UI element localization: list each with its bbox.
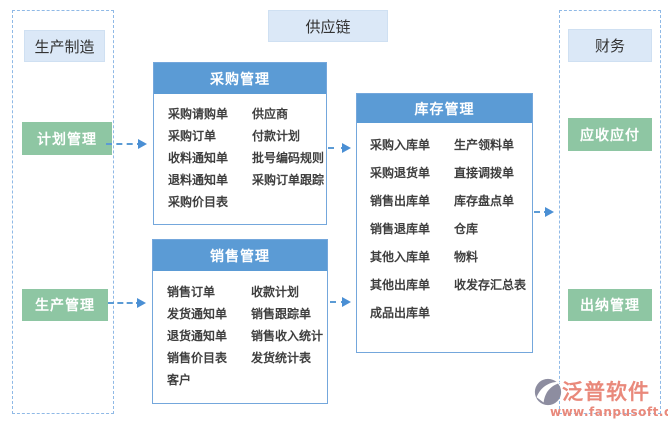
flow-arrow-purchase-to-inventory [328,143,351,153]
inventory-item: 库存盘点单 [454,194,515,208]
sales-item: 退货通知单 [167,329,228,343]
inventory-item: 采购入库单 [370,138,431,152]
purchase-item: 供应商 [252,107,289,121]
inventory-item: 仓库 [454,222,479,236]
purchase-item: 采购订单跟踪 [252,173,325,187]
inventory-item: 物料 [454,250,479,264]
finance-panel-label: 财务 [568,29,652,62]
inventory-item: 成品出库单 [370,306,431,320]
inventory-item: 采购退货单 [370,166,431,180]
fanpu-logo-brand: 泛普软件 [562,380,650,404]
flow-arrow-plan-to-purchase [106,139,147,149]
purchase-item: 付款计划 [252,129,301,143]
production-panel [12,10,114,414]
sales-item: 销售订单 [167,285,216,299]
fanpu-logo: 泛普软件 www.fanpusoft.com [534,377,668,419]
inventory-item: 其他入库单 [370,250,431,264]
plan-management-node: 计划管理 [22,122,112,155]
flow-arrow-sales-to-inventory [330,297,351,307]
inventory-item: 其他出库单 [370,278,431,292]
inventory-module: 库存管理 采购入库单 采购退货单 销售出库单 销售退库单 其他入库单 其他出库单… [356,93,533,353]
production-panel-label: 生产制造 [24,30,105,62]
sales-module-title: 销售管理 [153,240,327,271]
purchase-module: 采购管理 采购请购单 采购订单 收料通知单 退料通知单 采购价目表 供应商 付款… [153,62,327,225]
inventory-item: 直接调拨单 [454,166,515,180]
sales-item: 发货统计表 [251,351,312,365]
inventory-item: 销售退库单 [370,222,431,236]
purchase-item: 采购订单 [168,129,217,143]
sales-item: 发货通知单 [167,307,228,321]
inventory-module-title: 库存管理 [357,94,532,123]
purchase-item: 退料通知单 [168,173,229,187]
inventory-item: 销售出库单 [370,194,431,208]
inventory-item: 收发存汇总表 [454,278,527,292]
sales-item: 客户 [167,373,192,387]
receivable-payable-node: 应收应付 [568,118,652,151]
supply-chain-title: 供应链 [268,10,388,42]
flow-arrow-production-to-sales [108,298,146,308]
cashier-management-node: 出纳管理 [568,289,652,321]
production-management-node: 生产管理 [22,289,108,321]
inventory-item: 生产领料单 [454,138,515,152]
purchase-item: 采购请购单 [168,107,229,121]
sales-item: 收款计划 [251,285,300,299]
sales-item: 销售价目表 [167,351,228,365]
finance-panel [559,10,661,414]
fanpu-logo-url: www.fanpusoft.com [550,405,668,419]
purchase-item: 采购价目表 [168,195,229,209]
fanpu-logo-icon [534,377,562,407]
sales-item: 销售收入统计 [251,329,324,343]
purchase-module-title: 采购管理 [154,63,326,94]
purchase-item: 批号编码规则 [252,151,325,165]
flow-arrow-inventory-to-finance [534,207,554,217]
sales-module: 销售管理 销售订单 发货通知单 退货通知单 销售价目表 客户 收款计划 销售跟踪… [152,239,328,404]
purchase-item: 收料通知单 [168,151,229,165]
sales-item: 销售跟踪单 [251,307,312,321]
